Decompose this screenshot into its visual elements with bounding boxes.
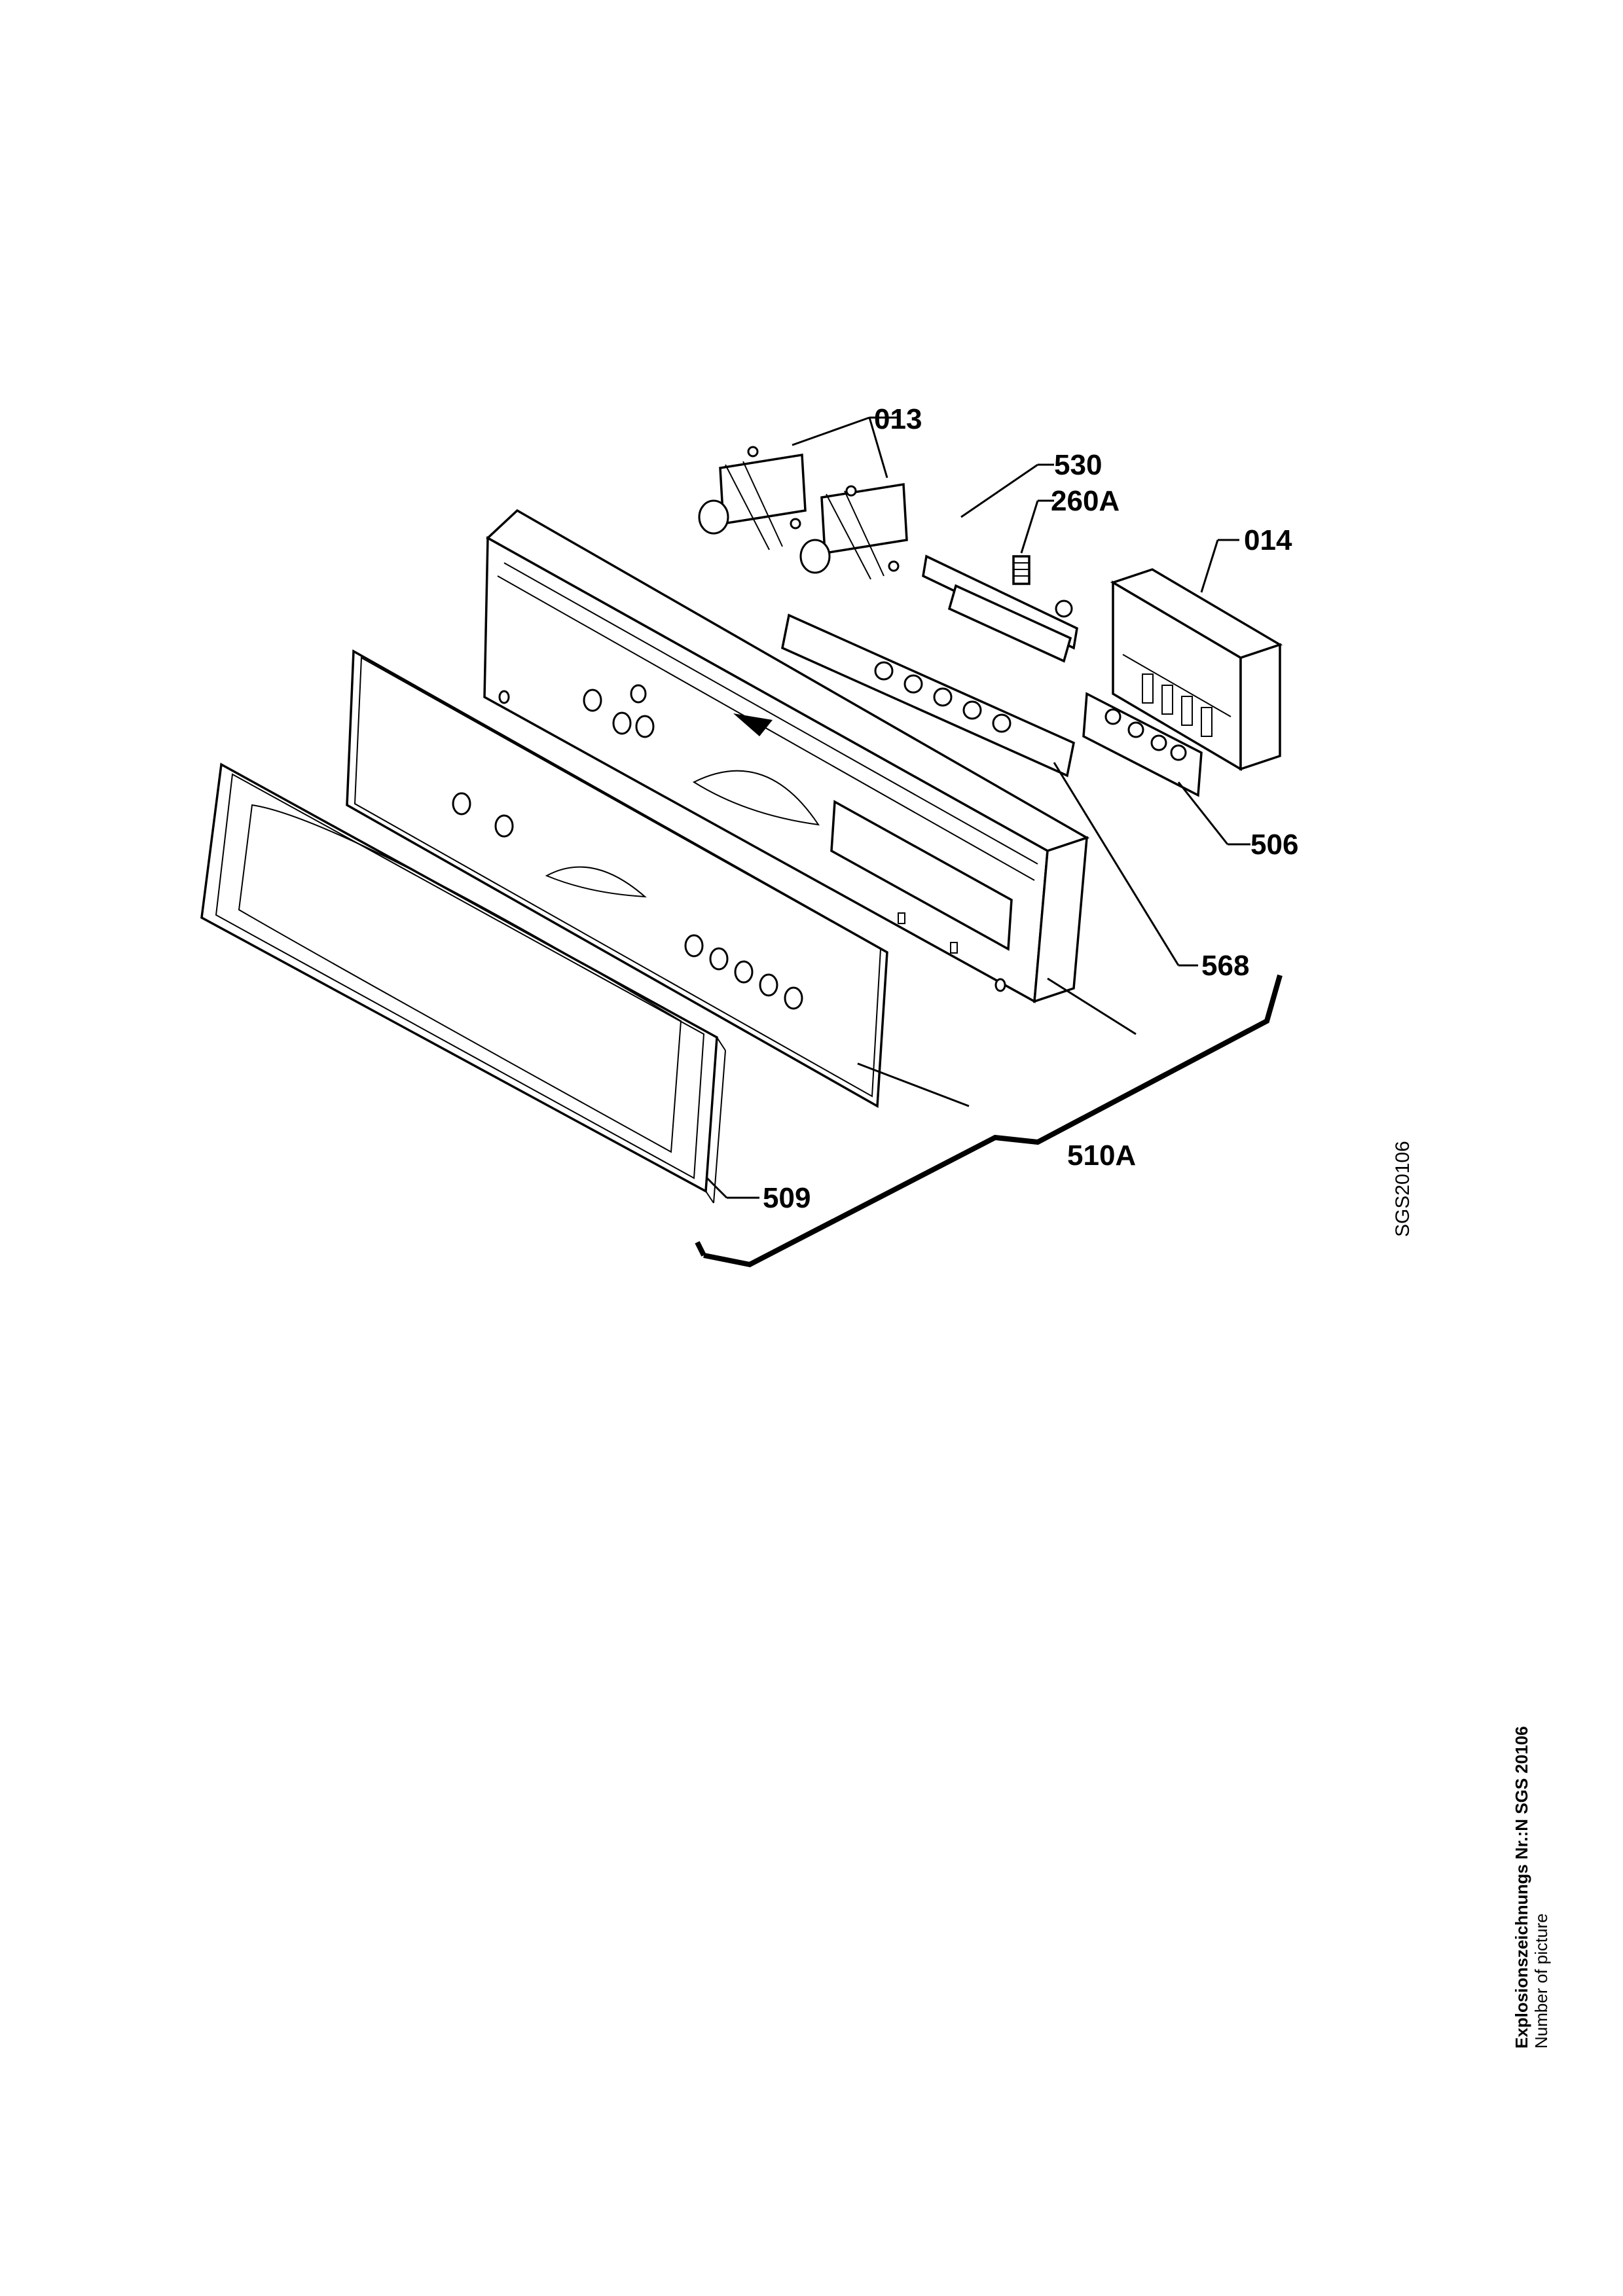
footer-subtitle: Number of picture — [1531, 1913, 1551, 2049]
front-panel-509 — [200, 762, 726, 1204]
electronic-module-014 — [1110, 568, 1283, 772]
label-509: 509 — [763, 1182, 811, 1214]
label-506: 506 — [1250, 829, 1298, 861]
spring-260A — [1012, 555, 1030, 585]
label-510A: 510A — [1067, 1139, 1136, 1172]
part-labels: 013 530 260A 014 506 568 510A 509 — [763, 403, 1298, 1214]
keyboard-foil-568 — [781, 613, 1075, 778]
decor-foil-510A — [346, 649, 888, 1108]
pushbutton-013 — [698, 446, 908, 580]
label-568: 568 — [1201, 950, 1249, 982]
bracket-530 — [922, 554, 1078, 663]
footer-title: Explosionszeichnungs Nr.:N SGS 20106 — [1512, 1726, 1531, 2049]
group-bracket-510A-lead — [695, 1241, 706, 1257]
label-530: 530 — [1054, 449, 1102, 481]
label-013: 013 — [874, 403, 922, 435]
group-bracket-510A — [703, 974, 1283, 1268]
drawing-code: SGS20106 — [1392, 1141, 1413, 1237]
button-strip-506 — [1082, 692, 1203, 797]
control-panel-housing — [483, 509, 1090, 1003]
label-014: 014 — [1244, 524, 1292, 556]
label-260A: 260A — [1051, 485, 1120, 517]
leader-lines — [706, 416, 1250, 1199]
